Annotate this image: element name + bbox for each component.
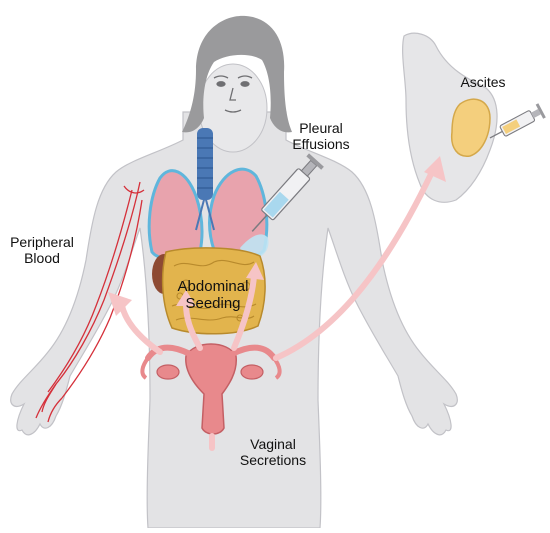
label-abdominal-seeding: Abdominal Seeding	[177, 278, 249, 312]
lungs	[147, 167, 269, 261]
blood-vessels	[35, 181, 145, 423]
syringe-icon	[489, 103, 546, 139]
arrow-to-blood	[119, 303, 163, 355]
syringe-icon	[251, 153, 324, 232]
hair	[182, 15, 292, 133]
label-peripheral-blood: Peripheral Blood	[10, 234, 74, 266]
arrows	[119, 169, 435, 451]
arrow-to-abdomen	[183, 301, 203, 351]
uterus	[140, 343, 282, 435]
arrow-to-pleural	[231, 273, 257, 351]
face	[213, 75, 253, 113]
label-ascites: Ascites	[460, 74, 506, 90]
label-pleural-effusions: Pleural Effusions	[292, 120, 350, 152]
arrowheads	[108, 156, 446, 316]
ascites-inset	[402, 32, 498, 203]
trachea	[197, 128, 213, 200]
arrow-to-ascites	[273, 169, 435, 361]
label-vaginal-secretions: Vaginal Secretions	[239, 436, 307, 468]
